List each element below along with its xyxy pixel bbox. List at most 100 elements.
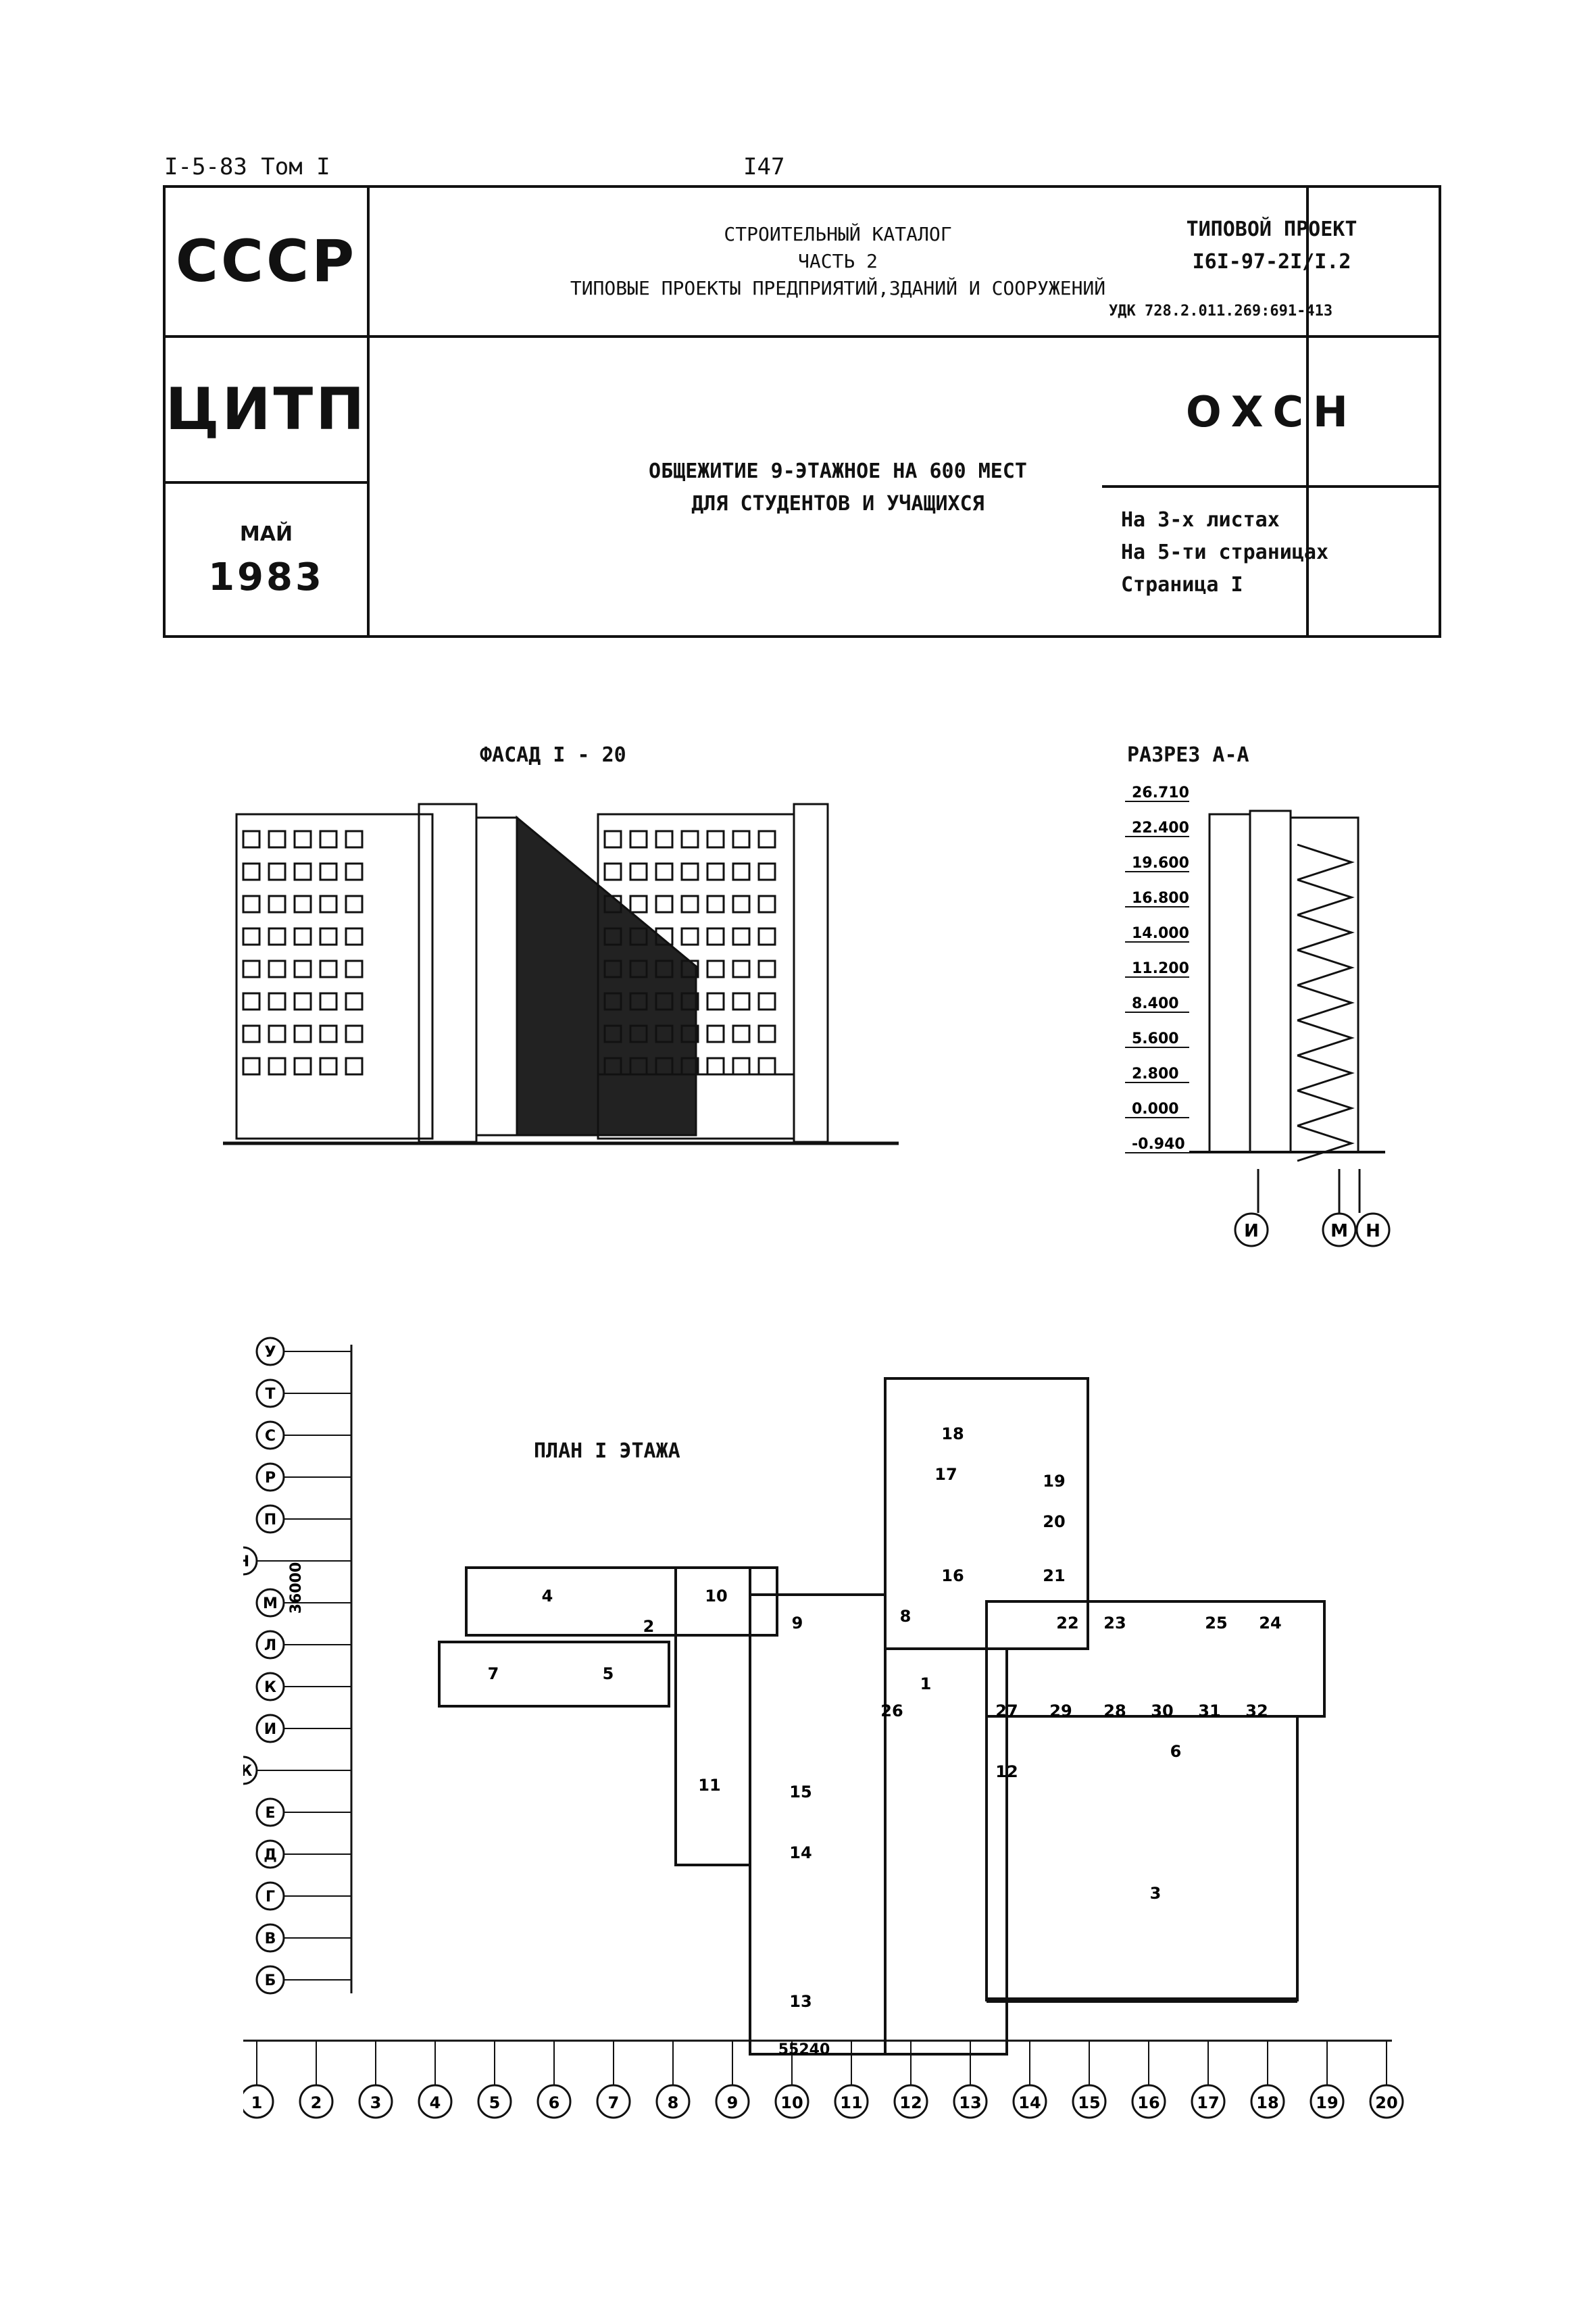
level-mark: 26.710 [1125,785,1189,802]
level-mark: 16.800 [1125,890,1189,907]
month: МАЙ [239,522,293,546]
svg-text:14.000: 14.000 [1132,925,1189,942]
catalog-line-1: СТРОИТЕЛЬНЫЙ КАТАЛОГ [724,223,952,245]
facade-window [242,1024,261,1043]
doc-code: ОХСН [1186,387,1357,437]
room-number: 6 [1170,1742,1182,1761]
room-number: 17 [934,1465,957,1484]
facade-window [293,960,312,978]
facade-window [319,1057,338,1076]
plan-total-width: 55240 [778,2041,830,2058]
facade-window [680,992,699,1011]
facade-window [732,862,751,881]
page-index: Страница I [1121,573,1243,597]
facade-window [242,992,261,1011]
facade-window [345,862,364,881]
svg-text:2: 2 [311,2093,322,2112]
col-axis-marker: 16 [1131,2041,1166,2119]
facade-window [345,1024,364,1043]
level-mark: 5.600 [1125,1030,1189,1048]
stair-flight [1297,843,1355,881]
row-axis-marker: П [255,1504,351,1534]
room-number: 12 [995,1762,1018,1781]
col-axis-marker: 10 [774,2041,809,2119]
stair-flight [1297,1054,1355,1092]
level-mark: -0.940 [1125,1136,1189,1153]
row-axis-marker: К [255,1672,351,1701]
level-mark: 8.400 [1125,995,1189,1013]
facade-window [757,927,776,946]
facade-window [603,895,622,914]
svg-text:36000: 36000 [288,1562,305,1614]
row-axis-marker: И [255,1714,351,1743]
svg-text:19: 19 [1316,2093,1338,2112]
facade-window [293,1024,312,1043]
svg-text:Л: Л [264,1637,276,1654]
facade-window [732,960,751,978]
facade-window [293,927,312,946]
svg-text:Г: Г [266,1889,275,1906]
org-cell: ЦИТП [166,338,370,484]
facade-window [603,960,622,978]
svg-text:9: 9 [727,2093,739,2112]
catalog-cell: СТРОИТЕЛЬНЫЙ КАТАЛОГ ЧАСТЬ 2 ТИПОВЫЕ ПРО… [370,188,1309,338]
facade-window [706,830,725,849]
section-caption: РАЗРЕЗ А-А [1127,743,1249,767]
col-axis-marker: 17 [1191,2041,1226,2119]
svg-text:К: К [264,1679,276,1696]
svg-text:0.000: 0.000 [1132,1101,1179,1118]
col-axis-marker: 4 [418,2041,453,2119]
svg-text:5.600: 5.600 [1132,1030,1179,1047]
row-axis-marker: Б [255,1965,351,1995]
col-axis-marker: 14 [1012,2041,1047,2119]
svg-text:19.600: 19.600 [1132,855,1189,872]
facade-window [680,862,699,881]
facade-window [732,1057,751,1076]
facade-window [345,927,364,946]
facade-window [706,1057,725,1076]
stair-flight [1297,1019,1355,1057]
room-number: 29 [1049,1701,1072,1720]
facade-window [655,992,674,1011]
row-axis-marker: Р [255,1462,351,1492]
project-code: I6I-97-2I/I.2 [1192,250,1351,274]
facade-window [680,927,699,946]
row-axis-marker: Д [255,1839,351,1869]
facade-window [268,830,286,849]
svg-text:Р: Р [265,1470,276,1487]
facade-window [268,862,286,881]
facade-window [319,830,338,849]
svg-text:П: П [264,1512,276,1528]
facade-window [268,960,286,978]
facade-window [345,1057,364,1076]
facade-window [603,1057,622,1076]
svg-text:2.800: 2.800 [1132,1066,1179,1082]
svg-text:Т: Т [265,1386,275,1403]
facade-window [603,862,622,881]
room-number: 25 [1205,1614,1227,1633]
date-cell: МАЙ 1983 [166,484,370,638]
facade-window [655,1024,674,1043]
room-number: 11 [698,1776,720,1795]
room-number: 26 [880,1701,903,1720]
facade-window [757,992,776,1011]
sheets-cell: На 3-х листах На 5-ти страницах Страница… [1102,488,1441,638]
facade-window [242,862,261,881]
section-axis-i: И [1234,1212,1269,1247]
facade-window [345,992,364,1011]
room-number: 28 [1103,1701,1126,1720]
facade-window [680,1024,699,1043]
svg-text:10: 10 [780,2093,803,2112]
facade-window [603,1024,622,1043]
room-number: 31 [1198,1701,1220,1720]
facade-window [268,927,286,946]
facade-window [732,927,751,946]
plan-row-axes: УТСРПНМЛКИЖЕДГВБ [243,1337,353,1995]
facade-window [629,830,648,849]
facade-window [242,927,261,946]
svg-text:55240: 55240 [778,2041,830,2058]
section-drawing: 26.71022.40019.60016.80014.00011.2008.40… [1125,785,1391,1247]
facade-window [293,1057,312,1076]
col-axis-marker: 6 [537,2041,572,2119]
